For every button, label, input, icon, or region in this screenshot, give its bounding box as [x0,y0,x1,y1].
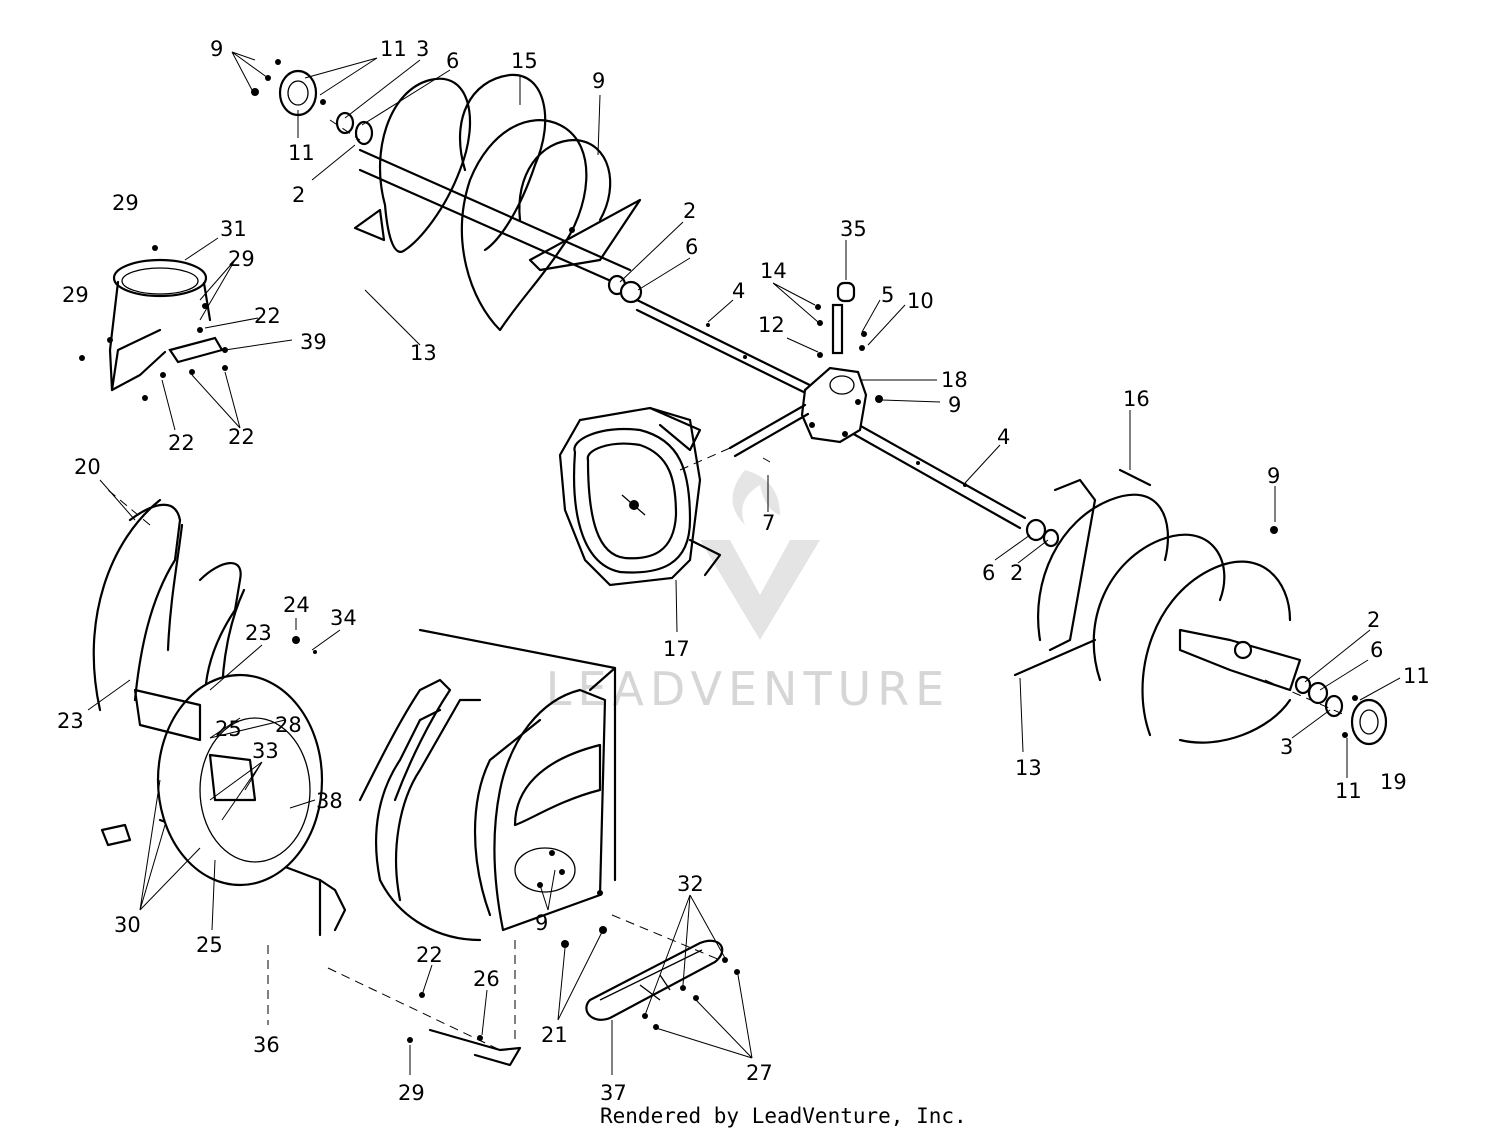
callout: 29 [228,247,255,271]
watermark-text: LEADVENTURE [546,662,951,716]
gearbox [728,281,883,463]
callout: 11 [1403,664,1430,688]
alignment-lines [107,119,1346,1051]
right-auger [1013,468,1302,744]
leader-lines [87,51,1401,1075]
callout: 4 [732,279,745,303]
callout: 16 [1123,387,1150,411]
callout: 38 [316,789,343,813]
callout: 29 [62,283,89,307]
callout: 6 [446,49,459,73]
callout: 4 [997,425,1010,449]
callout: 11 [380,37,407,61]
callouts: 9 11 3 6 15 9 11 2 29 31 29 29 22 39 22 … [57,37,1430,1105]
callout: 11 [1335,779,1362,803]
callout: 14 [760,259,787,283]
callout: 3 [416,37,429,61]
discharge-chute [79,245,228,401]
left-spacers [607,274,643,304]
right-spacers [1025,518,1344,718]
callout: 37 [600,1081,627,1105]
callout: 13 [410,341,437,365]
callout: 7 [762,511,775,535]
callout: 2 [683,199,696,223]
callout: 9 [592,69,605,93]
callout: 6 [1370,638,1383,662]
callout: 24 [283,593,310,617]
callout: 2 [1010,561,1023,585]
shave-plate-cover [561,926,740,1030]
callout: 23 [245,621,272,645]
auger-shaft [635,298,1027,530]
left-auger [353,73,642,332]
callout: 23 [57,709,84,733]
callout: 39 [300,330,327,354]
callout: 30 [114,913,141,937]
callout: 25 [215,717,242,741]
right-bearing-housing [1342,695,1388,746]
callout: 28 [275,713,302,737]
callout: 19 [1380,770,1407,794]
skid-shoe [407,992,522,1067]
callout: 6 [685,235,698,259]
callout: 9 [535,911,548,935]
callout: 2 [292,183,305,207]
callout: 29 [398,1081,425,1105]
callout: 32 [677,872,704,896]
callout: 15 [511,49,538,73]
callout: 25 [196,933,223,957]
callout: 31 [220,217,247,241]
callout: 34 [330,606,357,630]
callout: 22 [254,304,281,328]
callout: 35 [840,217,867,241]
callout: 22 [168,431,195,455]
callout: 2 [1367,608,1380,632]
callout: 33 [252,739,279,763]
impeller [558,406,722,587]
callout: 17 [663,637,690,661]
callout: 5 [881,283,894,307]
auger-housing [92,498,617,942]
callout: 9 [1267,464,1280,488]
callout: 3 [1280,735,1293,759]
callout: 13 [1015,756,1042,780]
callout: 9 [948,393,961,417]
callout: 12 [758,313,785,337]
callout: 21 [541,1023,568,1047]
callout: 22 [228,425,255,449]
callout: 20 [74,455,101,479]
callout: 11 [288,141,315,165]
callout: 26 [473,967,500,991]
callout: 36 [253,1033,280,1057]
callout: 6 [982,561,995,585]
callout: 22 [416,943,443,967]
footer-credit: Rendered by LeadVenture, Inc. [600,1104,967,1128]
callout: 10 [907,289,934,313]
callout: 18 [941,368,968,392]
left-bearing-housing [251,59,374,146]
callout: 9 [210,37,223,61]
callout: 29 [112,191,139,215]
callout: 27 [746,1061,773,1085]
